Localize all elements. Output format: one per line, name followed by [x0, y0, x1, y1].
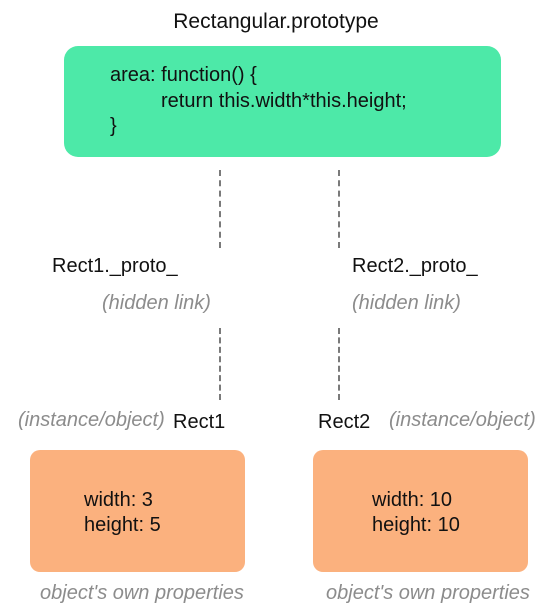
- rect2-hidden-link-hint: (hidden link): [352, 292, 461, 314]
- rect2-width-property: width: 10: [372, 489, 453, 511]
- prototype-title: Rectangular.prototype: [173, 10, 379, 33]
- prototype-code-line-2: return this.width*this.height;: [161, 90, 407, 112]
- rect1-name: Rect1: [173, 411, 226, 433]
- rect1-proto-link-upper: [219, 170, 221, 248]
- rect1-proto-link-lower: [219, 328, 221, 400]
- rect1-proto-label: Rect1._proto_: [52, 255, 178, 277]
- prototype-code-line-1: area: function() {: [110, 64, 257, 86]
- rect1-object-box: [30, 450, 245, 572]
- rect1-instance-tag: (instance/object): [18, 409, 165, 431]
- rect2-proto-link-lower: [338, 328, 340, 400]
- rect2-instance-tag: (instance/object): [389, 409, 536, 431]
- rect2-name: Rect2: [318, 411, 371, 433]
- prototype-code-line-3: }: [110, 115, 117, 137]
- rect1-hidden-link-hint: (hidden link): [102, 292, 211, 314]
- prototype-box: [64, 46, 501, 157]
- rect1-own-properties-caption: object's own properties: [40, 582, 244, 604]
- rect2-own-properties-caption: object's own properties: [326, 582, 530, 604]
- rect2-proto-label: Rect2._proto_: [352, 255, 478, 277]
- rect2-object-box: [313, 450, 528, 572]
- rect1-width-property: width: 3: [84, 489, 153, 511]
- rect1-height-property: height: 5: [84, 514, 161, 536]
- rect2-height-property: height: 10: [372, 514, 460, 536]
- rect2-proto-link-upper: [338, 170, 340, 248]
